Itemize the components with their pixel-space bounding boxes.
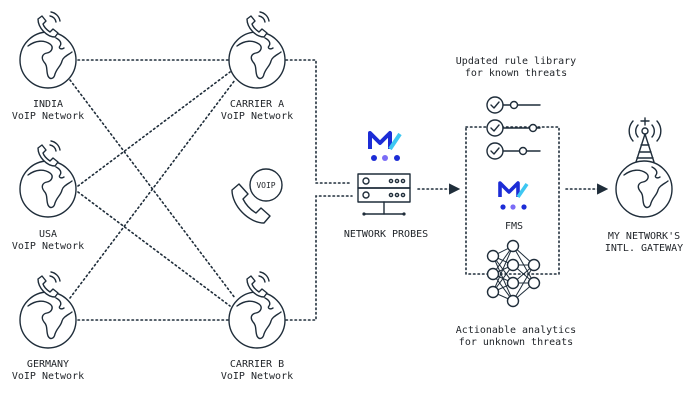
globe-icon: [19, 31, 77, 89]
rules-caption-line2: for known threats: [465, 68, 567, 79]
india-label-line1: INDIA: [33, 99, 63, 110]
rules-caption-line1: Updated rule library: [456, 56, 576, 67]
globe-icon: [228, 291, 286, 349]
carrier-b-label-line1: CARRIER B: [230, 359, 284, 370]
link-carrier-a-probes: [285, 59, 353, 184]
link-germany-carrier-a: [69, 79, 236, 299]
carrier-a-label-line2: VoIP Network: [221, 111, 293, 122]
logo-icon: [368, 131, 402, 161]
voip-phone-icon: VOIP: [231, 168, 283, 224]
globe-icon: [228, 31, 286, 89]
node-germany: GERMANY VoIP Network: [12, 271, 84, 382]
connections: [69, 59, 609, 321]
usa-label-line2: VoIP Network: [12, 241, 84, 252]
globe-icon: [19, 160, 77, 218]
fms-logo-icon: [498, 181, 529, 210]
gateway-globe-icon: [615, 160, 673, 218]
node-india: INDIA VoIP Network: [12, 11, 84, 122]
carrier-b-label-line2: VoIP Network: [221, 371, 293, 382]
node-carrier-b: CARRIER B VoIP Network: [221, 271, 293, 382]
node-usa: USA VoIP Network: [12, 140, 84, 252]
link-usa-carrier-b: [77, 191, 231, 307]
india-label-line2: VoIP Network: [12, 111, 84, 122]
gateway-label-line1: MY NETWORK'S: [608, 231, 680, 242]
germany-label-line1: GERMANY: [27, 359, 69, 370]
analytics-caption-line2: for unknown threats: [459, 337, 573, 348]
checklist-icon: [486, 96, 541, 160]
server-icon: [357, 173, 411, 216]
globe-icon: [19, 291, 77, 349]
probes-label: NETWORK PROBES: [344, 229, 428, 240]
analytics-caption-line1: Actionable analytics: [456, 325, 576, 336]
usa-label-line1: USA: [39, 229, 57, 240]
link-carrier-b-probes: [285, 195, 353, 321]
carrier-a-label-line1: CARRIER A: [230, 99, 284, 110]
link-usa-carrier-a: [77, 71, 231, 187]
germany-label-line2: VoIP Network: [12, 371, 84, 382]
fms-label: FMS: [505, 221, 523, 232]
fms-dotted-frame: [465, 126, 560, 275]
node-carrier-a: CARRIER A VoIP Network: [221, 11, 293, 122]
voip-badge-label: VOIP: [256, 181, 275, 190]
neural-net-icon: [486, 239, 541, 308]
tower-icon: [628, 117, 662, 163]
gateway-label-line2: INTL. GATEWAY: [605, 243, 683, 254]
